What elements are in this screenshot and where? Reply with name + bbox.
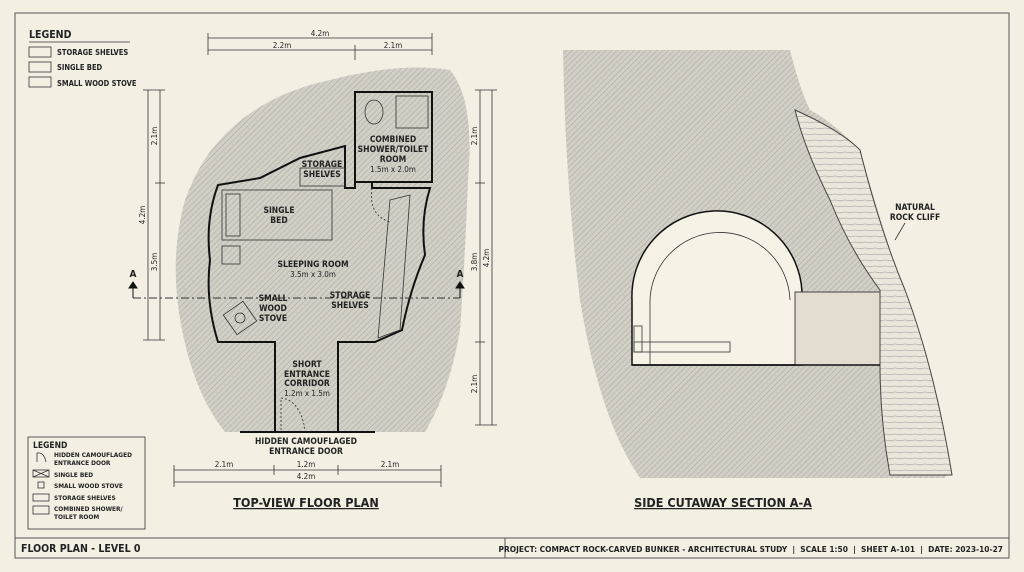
floor-plan-title: TOP-VIEW FLOOR PLAN [233, 495, 379, 510]
svg-text:2.1m: 2.1m [470, 127, 479, 145]
bed-icon [32, 469, 50, 478]
corridor-label: SHORT [292, 360, 322, 370]
toilet-door-swing [371, 187, 391, 223]
floor-plan: A A COMBINED SHOWER/TOILET ROOM 1.5m x 2… [128, 29, 497, 510]
svg-text:4.2m: 4.2m [138, 206, 147, 224]
sleeping-room-outline [207, 144, 432, 433]
rock-mass [175, 67, 470, 433]
svg-text:SHELVES: SHELVES [303, 170, 341, 180]
entrance-door-label: HIDDEN CAMOUFLAGED [255, 437, 357, 447]
storage-shelves-right-label: STORAGE [330, 291, 371, 301]
svg-text:SINGLE BED: SINGLE BED [57, 63, 103, 72]
svg-text:SHOWER/TOILET: SHOWER/TOILET [358, 145, 429, 155]
svg-text:3.8m: 3.8m [470, 253, 479, 271]
svg-text:STOVE: STOVE [259, 314, 287, 324]
svg-text:BED: BED [270, 216, 287, 226]
svg-text:SMALL WOOD STOVE: SMALL WOOD STOVE [54, 482, 123, 490]
door-icon [36, 452, 47, 463]
wood-stove-swatch [28, 76, 52, 88]
sheet-border [14, 12, 1010, 559]
svg-text:ROCK CLIFF: ROCK CLIFF [890, 213, 940, 223]
svg-text:ENTRANCE DOOR: ENTRANCE DOOR [269, 447, 343, 457]
sleeping-room-label: SLEEPING ROOM [277, 260, 348, 270]
legend-title: LEGEND [29, 29, 72, 41]
entrance-tunnel [794, 291, 881, 366]
svg-text:TOILET ROOM: TOILET ROOM [54, 513, 99, 521]
svg-text:4.2m: 4.2m [482, 249, 491, 267]
storage-shelves-right [377, 194, 411, 339]
svg-text:STORAGE SHELVES: STORAGE SHELVES [57, 48, 128, 57]
svg-text:SHELVES: SHELVES [331, 301, 369, 311]
toilet-room-label: COMBINED [370, 135, 416, 145]
svg-text:ENTRANCE: ENTRANCE [284, 370, 330, 380]
single-bed [221, 189, 333, 241]
svg-text:STORAGE SHELVES: STORAGE SHELVES [54, 494, 116, 502]
sheet-title: FLOOR PLAN - LEVEL 0 [21, 543, 141, 555]
svg-text:1.2m x 1.5m: 1.2m x 1.5m [284, 389, 330, 398]
shower-tray [395, 95, 429, 129]
dome-inner-arc [649, 232, 791, 365]
natural-rock-cliff [794, 109, 953, 476]
side-section: NATURAL ROCK CLIFF SIDE CUTAWAY SECTION … [563, 50, 953, 510]
dimension-top [207, 33, 433, 60]
svg-text:2.1m: 2.1m [150, 127, 159, 145]
svg-text:LEGEND: LEGEND [33, 441, 67, 451]
svg-text:2.1m: 2.1m [215, 460, 233, 469]
small-shelf [221, 245, 241, 265]
single-bed-swatch [28, 61, 52, 73]
project-info: PROJECT: COMPACT ROCK-CARVED BUNKER - AR… [499, 544, 1003, 554]
svg-text:1.5m x 2.0m: 1.5m x 2.0m [370, 165, 416, 174]
svg-text:CORRIDOR: CORRIDOR [284, 379, 330, 389]
svg-text:1.2m: 1.2m [297, 460, 315, 469]
svg-text:3.5m x 3.0m: 3.5m x 3.0m [290, 270, 336, 279]
svg-text:2.1m: 2.1m [470, 375, 479, 393]
wood-stove [222, 300, 258, 336]
section-marker-left: A [130, 269, 137, 280]
svg-text:2.2m: 2.2m [273, 41, 291, 50]
storage-shelves-swatch [28, 46, 52, 58]
dimension-left [143, 89, 165, 341]
svg-text:ROOM: ROOM [380, 155, 407, 165]
toilet-room-outline [354, 91, 433, 183]
legend-bottom: LEGEND HIDDEN CAMOUFLAGED ENTRANCE DOOR … [27, 436, 146, 530]
legend-top: LEGEND STORAGE SHELVES SINGLE BED SMALL … [28, 29, 137, 88]
toilet-icon [364, 99, 384, 125]
section-title: SIDE CUTAWAY SECTION A-A [634, 495, 812, 510]
toilet-room-icon [32, 505, 50, 515]
svg-text:SMALL WOOD STOVE: SMALL WOOD STOVE [57, 79, 137, 88]
storage-shelves-top [299, 167, 346, 187]
shelves-icon [32, 493, 50, 502]
svg-text:COMBINED SHOWER/: COMBINED SHOWER/ [54, 505, 124, 513]
svg-text:SINGLE BED: SINGLE BED [54, 471, 93, 479]
svg-text:2.1m: 2.1m [384, 41, 402, 50]
entrance-door-swing [280, 397, 306, 431]
dimension-right [475, 89, 497, 426]
svg-text:2.1m: 2.1m [381, 460, 399, 469]
section-marker-right: A [457, 269, 464, 280]
stove-label: SMALL [259, 294, 288, 304]
bed-label: SINGLE [263, 206, 294, 216]
svg-text:ENTRANCE DOOR: ENTRANCE DOOR [54, 459, 111, 467]
storage-shelves-top-label: STORAGE [302, 160, 343, 170]
svg-text:4.2m: 4.2m [311, 29, 329, 38]
svg-text:WOOD: WOOD [259, 304, 287, 314]
dimension-bottom [173, 465, 442, 487]
svg-text:HIDDEN CAMOUFLAGED: HIDDEN CAMOUFLAGED [54, 451, 132, 459]
cliff-label: NATURAL [895, 203, 935, 213]
svg-text:4.2m: 4.2m [297, 472, 315, 481]
svg-text:3.5m: 3.5m [150, 253, 159, 271]
stove-icon [37, 481, 45, 489]
